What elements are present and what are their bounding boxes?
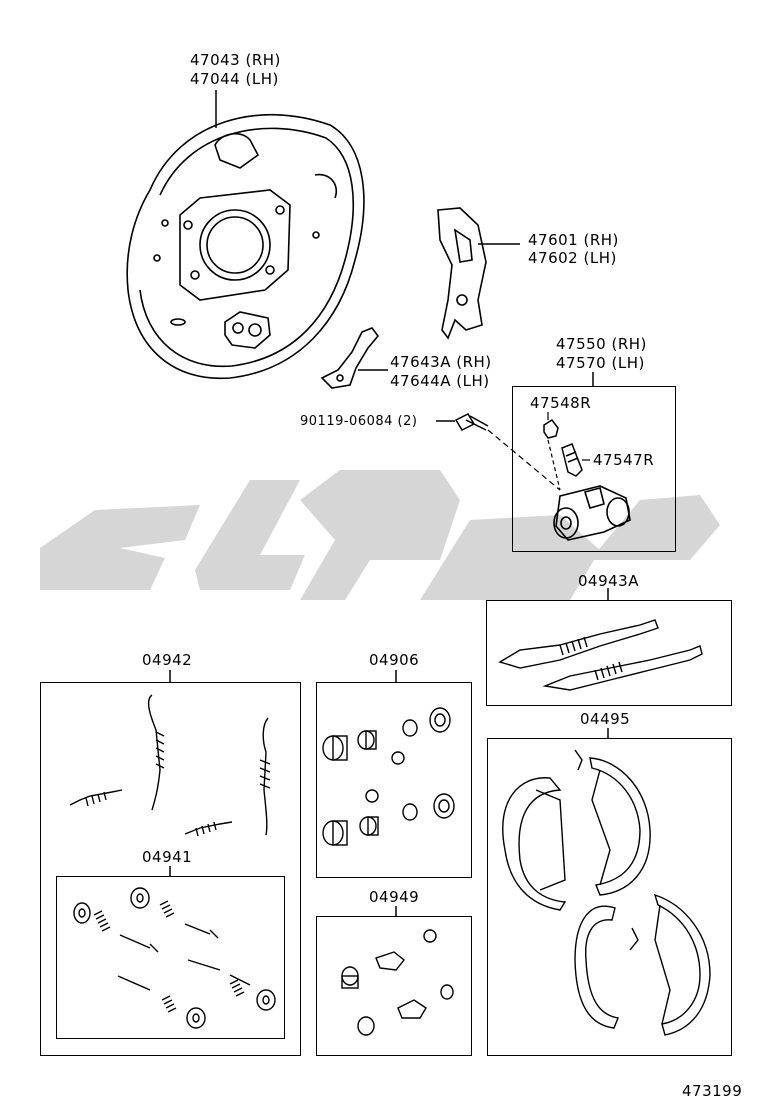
bolt-label: 90119-06084 (2) xyxy=(300,414,418,429)
cups-drawing xyxy=(322,707,455,846)
backing-plate-label-lh: 47044 (LH) xyxy=(190,70,279,88)
cap-drawing xyxy=(543,418,559,439)
watermark-logo xyxy=(40,470,720,600)
boot-kit-label: 04949 xyxy=(369,888,420,906)
diagram-id: 473199 xyxy=(682,1082,743,1100)
bleeder-drawing xyxy=(561,443,583,477)
strut-label-lh: 47644A (LH) xyxy=(390,372,490,390)
adjuster-kit-label: 04943A xyxy=(578,572,639,590)
spring-kit-label: 04942 xyxy=(142,651,193,669)
bleeder-label: 47547R xyxy=(593,451,655,469)
strut-label-rh: 47643A (RH) xyxy=(390,353,492,371)
boot-kit-box xyxy=(316,916,472,1056)
spring-kit-box xyxy=(40,682,301,1056)
wheel-cylinder-drawing xyxy=(553,485,631,541)
cup-kit-box xyxy=(316,682,472,878)
lever-label-rh: 47601 (RH) xyxy=(528,231,619,249)
adjuster-kit-box xyxy=(486,600,732,706)
shoe-set-label: 04495 xyxy=(580,710,631,728)
wheel-cylinder-box xyxy=(512,386,676,552)
hold-down-kit-box xyxy=(56,876,285,1039)
hold-down-kit-label: 04941 xyxy=(142,848,193,866)
brake-shoes-drawing xyxy=(502,749,711,1036)
cap-label: 47548R xyxy=(530,394,592,412)
adjuster-drawing xyxy=(498,619,703,691)
shoe-set-box xyxy=(487,738,732,1056)
backing-plate-label-rh: 47043 (RH) xyxy=(190,51,281,69)
cup-kit-label: 04906 xyxy=(369,651,420,669)
wheel-cylinder-label-rh: 47550 (RH) xyxy=(556,335,647,353)
strut-drawing xyxy=(320,327,380,389)
parking-brake-lever-drawing xyxy=(437,207,487,340)
bolt-drawing xyxy=(454,413,489,431)
backing-plate-drawing xyxy=(126,113,365,380)
wheel-cylinder-label-lh: 47570 (LH) xyxy=(556,354,645,372)
boots-drawing xyxy=(341,929,454,1036)
lever-label-lh: 47602 (LH) xyxy=(528,249,617,267)
hold-down-drawing xyxy=(73,887,276,1029)
springs-drawing xyxy=(69,694,271,837)
